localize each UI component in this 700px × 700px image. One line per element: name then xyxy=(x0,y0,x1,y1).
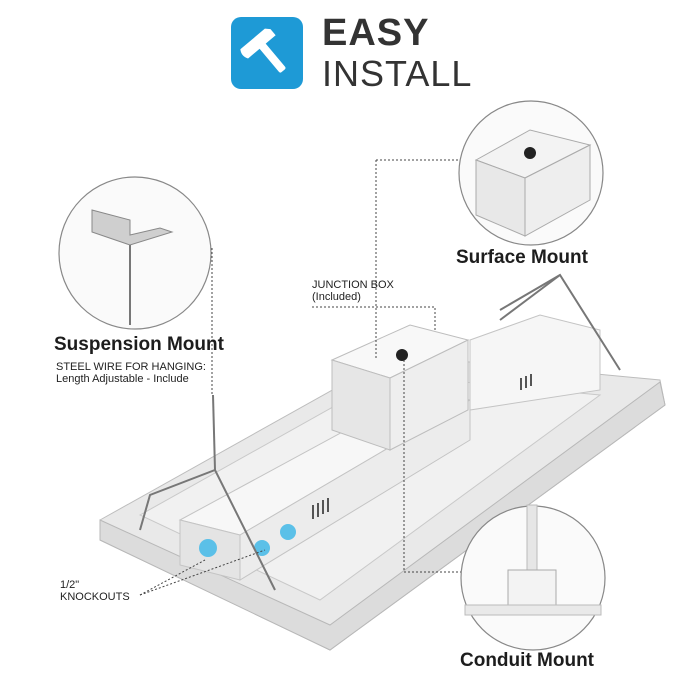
suspension-note-line-1: STEEL WIRE FOR HANGING: xyxy=(56,361,206,373)
hanger-wires xyxy=(139,273,621,591)
suspension-mount-label: Suspension Mount xyxy=(54,334,224,355)
driver-housing-right xyxy=(469,314,601,411)
junction-box xyxy=(330,324,470,451)
junction-box-label-line-2: (Included) xyxy=(312,291,361,303)
hammer-icon xyxy=(240,28,286,73)
suspension-detail-circle xyxy=(58,176,212,330)
title-line-2: INSTALL xyxy=(322,53,473,94)
hammer-logo-tile xyxy=(231,17,303,89)
knockouts-label-line-1: 1/2" xyxy=(60,579,80,591)
junction-box-label-line-1: JUNCTION BOX xyxy=(312,279,394,291)
vent-slots xyxy=(312,374,532,519)
knockout-1 xyxy=(199,539,217,557)
knockouts-label-line-2: KNOCKOUTS xyxy=(60,591,130,603)
surface-mount-label: Surface Mount xyxy=(456,247,588,268)
surface-detail-circle xyxy=(458,100,604,246)
knockout-3 xyxy=(280,524,296,540)
suspension-note-line-2: Length Adjustable - Include xyxy=(56,373,189,385)
title-line-1: EASY xyxy=(322,12,430,54)
conduit-mount-label: Conduit Mount xyxy=(460,650,595,671)
conduit-detail-circle xyxy=(460,504,606,651)
